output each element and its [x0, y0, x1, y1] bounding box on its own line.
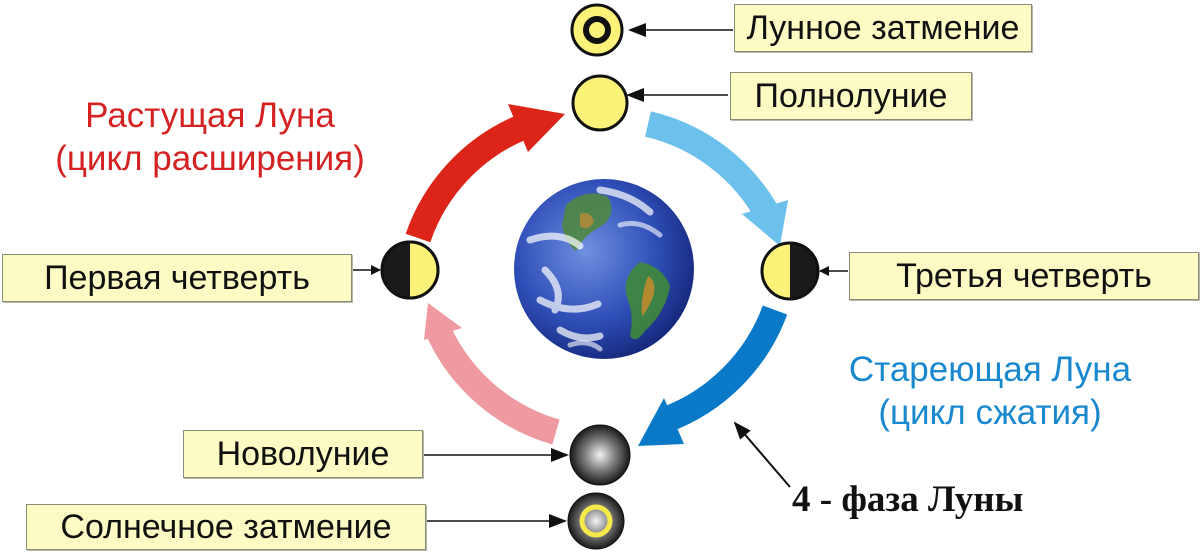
label-third-quarter-text: Третья четверть	[896, 256, 1152, 295]
diagram-caption: 4 - фаза Луны	[792, 479, 1024, 520]
label-full-moon-text: Полнолуние	[754, 76, 948, 115]
label-solar-eclipse-text: Солнечное затмение	[60, 507, 392, 546]
label-lunar-eclipse: Лунное затмение	[734, 4, 1032, 52]
third-quarter-icon	[760, 241, 820, 301]
new-moon-icon	[569, 424, 631, 486]
label-new-moon-text: Новолуние	[216, 434, 390, 473]
arrow-waxing-lower	[424, 303, 560, 445]
lunar-eclipse-icon	[570, 3, 624, 57]
waxing-moon-heading: Растущая Луна (цикл расширения)	[20, 94, 400, 180]
waxing-moon-subtitle: (цикл расширения)	[55, 139, 365, 178]
waning-moon-heading: Стареющая Луна (цикл сжатия)	[810, 348, 1170, 434]
pointer-caption	[733, 421, 791, 488]
label-full-moon: Полнолуние	[730, 72, 972, 120]
full-moon-icon	[571, 74, 629, 132]
label-new-moon: Новолуние	[183, 430, 423, 478]
label-lunar-eclipse-text: Лунное затмение	[746, 8, 1020, 47]
label-first-quarter: Первая четверть	[2, 254, 352, 302]
solar-eclipse-icon	[567, 492, 625, 550]
waxing-moon-title: Растущая Луна	[85, 96, 335, 135]
earth-globe	[514, 179, 694, 359]
arrow-waning-lower	[638, 305, 788, 446]
arrow-waxing-upper	[405, 104, 565, 243]
label-third-quarter: Третья четверть	[849, 252, 1199, 300]
waning-moon-title: Стареющая Луна	[848, 350, 1132, 389]
first-quarter-icon	[380, 240, 440, 300]
arrow-waning-upper	[644, 111, 788, 246]
waning-moon-subtitle: (цикл сжатия)	[878, 393, 1102, 432]
label-solar-eclipse: Солнечное затмение	[26, 504, 426, 550]
label-first-quarter-text: Первая четверть	[44, 258, 310, 297]
